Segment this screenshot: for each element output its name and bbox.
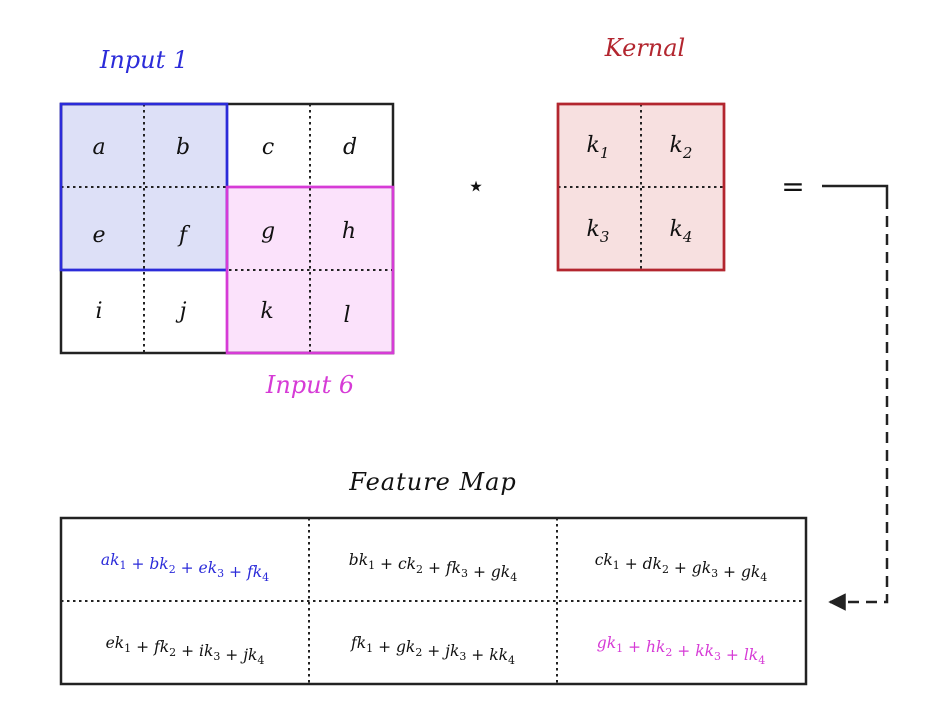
feature-map-cell: ck1 + dk2 + gk3 + gk4 [595,551,768,584]
feature-map-cell: gk1 + hk2 + kk3 + lk4 [597,634,765,667]
input6-border [225,185,395,355]
kernel-border [556,102,726,272]
kernel-label: Kernal [604,34,685,62]
input-cell-g: g [261,219,275,244]
equals-sign: = [781,170,804,203]
input-cell-j: j [175,299,187,324]
connector-dashed [828,198,889,611]
connector-solid [822,184,889,198]
kernel-cell-k4: k4 [670,217,693,246]
kernel-cells: k1 k2 k3 k4 [587,133,693,246]
input1-label: Input 1 [99,46,188,74]
kernel-cell-k1: k1 [587,133,610,162]
feature-map-cell: bk1 + ck2 + fk3 + gk4 [349,551,517,584]
feature-map-cell: fk1 + gk2 + jk3 + kk4 [350,634,515,667]
kernel-grid-lines [558,104,724,270]
convolution-operator: ⋆ [467,169,486,204]
feature-map-label: Feature Map [348,468,517,496]
input-cell-i: i [95,299,102,324]
input6-label: Input 6 [265,371,354,399]
feature-map-cell: ak1 + bk2 + ek3 + fk4 [101,551,269,584]
input-cell-h: h [342,219,356,244]
input-cell-l: l [343,303,350,328]
kernel-cell-k2: k2 [670,133,693,162]
input-cell-d: d [343,135,357,160]
feature-map-cell: ek1 + fk2 + ik3 + jk4 [106,634,265,667]
feature-map-cells: ak1 + bk2 + ek3 + fk4 bk1 + ck2 + fk3 + g… [101,551,767,667]
input-cell-a: a [92,135,105,160]
input-cell-e: e [92,223,105,248]
input-cell-c: c [262,135,274,160]
input-cell-b: b [176,135,190,160]
kernel-cell-k3: k3 [587,217,610,246]
feature-map-grid-lines [61,518,806,684]
input-cell-k: k [260,299,273,324]
